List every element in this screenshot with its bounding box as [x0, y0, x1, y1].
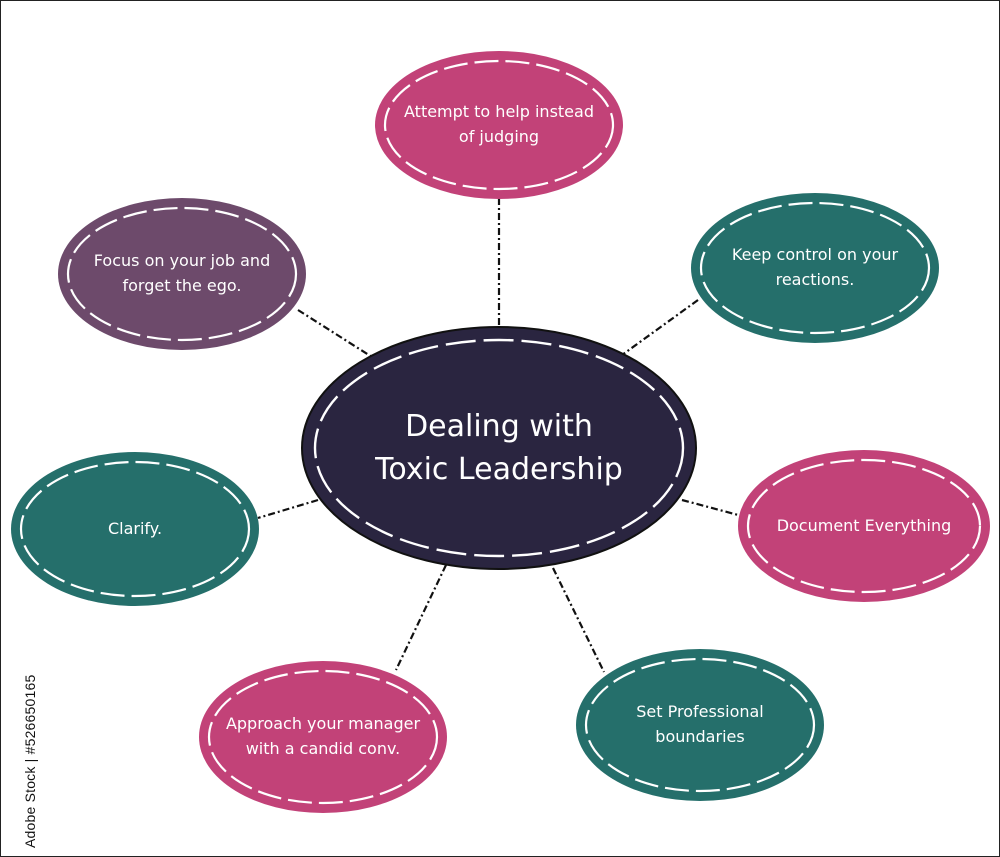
stock-watermark-id: Adobe Stock | #526650165 [22, 674, 38, 848]
node-document [738, 450, 990, 602]
node-document-line1: Document Everything [776, 515, 952, 535]
node-manager-dash [207, 669, 439, 805]
node-focus-dash [66, 206, 298, 342]
node-clarify-dash [19, 460, 251, 598]
center-node-fill [301, 326, 697, 570]
node-help-label: Attempt to help instead of judging [379, 85, 619, 165]
connector-document [681, 498, 743, 518]
node-clarify-fill [11, 452, 259, 606]
node-boundaries-fill [576, 649, 824, 801]
connector-focus [297, 309, 373, 358]
center-title-line2: Toxic Leadership [375, 452, 623, 487]
center-title: Dealing with Toxic Leadership [329, 383, 669, 513]
center-node [301, 326, 697, 570]
node-clarify [11, 452, 259, 606]
node-boundaries [576, 649, 824, 801]
node-control [691, 193, 939, 343]
node-control-fill [691, 193, 939, 343]
node-clarify-line1: Clarify. [107, 518, 163, 538]
center-node-dash [313, 338, 685, 558]
node-focus-line1: Focus on your job and [93, 251, 271, 271]
node-manager-fill [199, 661, 447, 813]
node-document-dash [746, 458, 982, 594]
node-boundaries-line2: boundaries [655, 727, 745, 746]
node-boundaries-line1: Set Professional [636, 702, 764, 722]
node-control-dash [699, 201, 931, 335]
node-clarify-label: Clarify. [15, 503, 255, 555]
node-manager-label: Approach your manager with a candid conv… [198, 697, 448, 777]
node-help-line2: of judging [458, 127, 540, 146]
node-manager-line2: with a candid conv. [245, 739, 401, 758]
node-manager [199, 661, 447, 813]
center-title-line1: Dealing with [405, 408, 593, 444]
node-focus-label: Focus on your job and forget the ego. [62, 234, 302, 314]
node-help-fill [375, 51, 623, 199]
node-document-fill [738, 450, 990, 602]
node-control-line1: Keep control on your [731, 245, 899, 265]
node-boundaries-label: Set Professional boundaries [580, 685, 820, 765]
node-help [375, 51, 623, 199]
connector-clarify [257, 498, 319, 520]
node-focus-fill [58, 198, 306, 350]
node-focus [58, 198, 306, 350]
connector-manager [395, 564, 447, 671]
node-document-label: Document Everything [744, 500, 984, 552]
node-focus-line2: forget the ego. [122, 276, 242, 295]
node-control-line2: reactions. [775, 270, 855, 289]
node-boundaries-dash [584, 657, 816, 793]
node-help-dash [383, 59, 615, 191]
node-help-line1: Attempt to help instead [404, 102, 594, 122]
connector-control [621, 299, 699, 356]
node-manager-line1: Approach your manager [225, 714, 421, 734]
node-control-label: Keep control on your reactions. [695, 228, 935, 308]
connector-boundaries [552, 567, 605, 673]
